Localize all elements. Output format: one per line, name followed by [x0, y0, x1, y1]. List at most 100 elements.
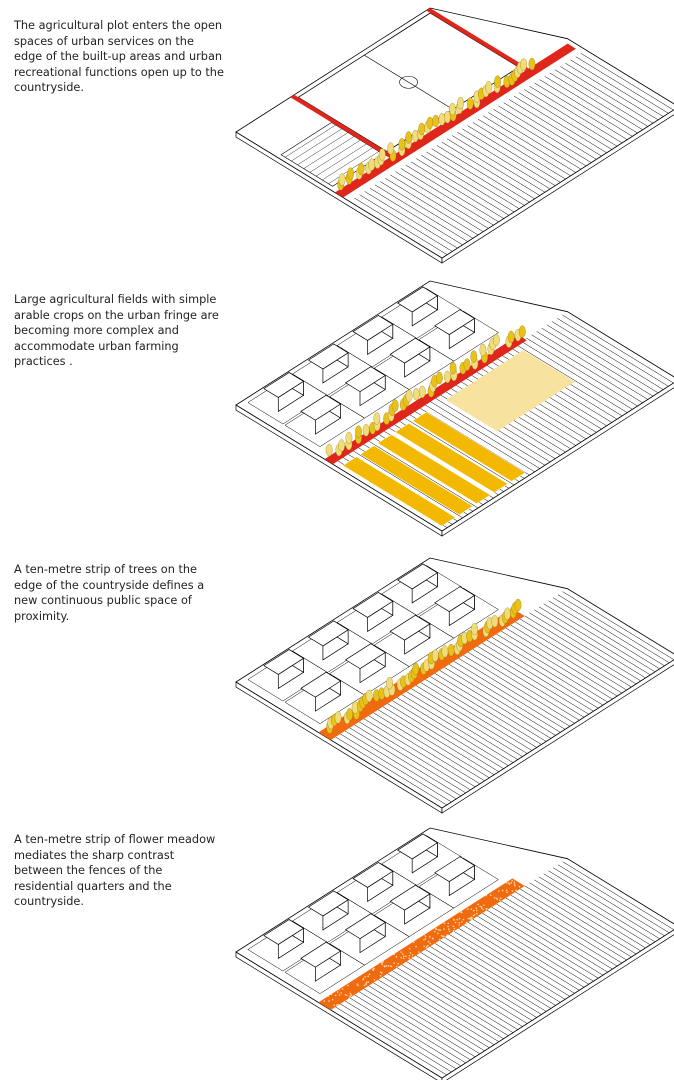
- tree-icon: [520, 58, 528, 71]
- field-furrow: [505, 627, 618, 697]
- field-furrow: [549, 72, 643, 130]
- flower-dot: [480, 907, 483, 910]
- flower-dot: [381, 963, 384, 966]
- tree-icon: [494, 75, 502, 88]
- flower-dot: [402, 955, 405, 958]
- field-furrow: [457, 132, 551, 190]
- field-furrow: [534, 879, 646, 949]
- flower-dot: [477, 903, 479, 906]
- field-furrow: [548, 870, 660, 940]
- flower-dot: [415, 945, 417, 948]
- flower-dot: [458, 922, 460, 924]
- tree-icon: [444, 110, 451, 124]
- flower-dot: [437, 932, 439, 935]
- field-furrow: [508, 99, 602, 157]
- building-roof: [300, 394, 342, 421]
- field-furrow: [536, 331, 648, 400]
- field-furrow: [477, 915, 589, 985]
- flower-dot: [501, 889, 504, 892]
- flower-dot: [514, 884, 516, 887]
- flower-dot: [467, 908, 469, 910]
- parking-row: [315, 143, 367, 177]
- field-furrow: [434, 943, 547, 1012]
- field-furrow: [553, 597, 665, 667]
- flower-dot: [411, 956, 414, 959]
- flower-dot: [346, 994, 348, 997]
- field-furrow: [463, 655, 575, 724]
- crop-plot: [377, 434, 491, 504]
- field-furrow: [349, 997, 462, 1067]
- pitch-center-circle: [399, 75, 418, 89]
- field-furrow: [562, 861, 674, 930]
- tree-icon: [334, 711, 342, 724]
- field-furrow: [377, 979, 490, 1048]
- flower-dot: [404, 955, 407, 958]
- field-furrow: [496, 903, 608, 973]
- building-roof: [389, 614, 431, 641]
- field-furrow: [557, 594, 670, 663]
- field-furrow: [420, 952, 533, 1021]
- field-furrow: [340, 733, 452, 803]
- flower-dot: [493, 896, 496, 899]
- field-furrow: [510, 624, 623, 694]
- flower-dot: [489, 894, 492, 897]
- field-furrow: [518, 92, 612, 150]
- building-roof: [263, 919, 305, 945]
- field-furrow: [430, 946, 542, 1015]
- building-roof: [344, 366, 386, 393]
- field-furrow: [551, 321, 664, 390]
- flower-dot: [465, 921, 468, 924]
- red-path: [290, 94, 394, 158]
- building-roof: [263, 649, 305, 675]
- field-furrow: [472, 648, 585, 718]
- plot-base: [235, 827, 674, 1079]
- field-furrow: [491, 636, 604, 706]
- tree-icon: [504, 607, 511, 620]
- flower-dot: [473, 913, 476, 916]
- field-furrow: [431, 148, 525, 206]
- tree-icon: [405, 389, 413, 403]
- tree-icon: [463, 358, 471, 371]
- field-furrow: [544, 76, 638, 134]
- field-furrow: [562, 314, 674, 384]
- flower-dot: [505, 882, 508, 884]
- field-furrow: [580, 53, 674, 111]
- flower-dot: [423, 939, 425, 941]
- tree-icon: [528, 57, 536, 71]
- flower-dot: [423, 945, 425, 948]
- flower-dot: [513, 881, 516, 883]
- flower-dot: [381, 962, 383, 964]
- field-furrow: [463, 925, 575, 994]
- field-furrow: [363, 988, 476, 1058]
- field-furrow: [402, 416, 515, 486]
- diagram-sports-fields: [235, 7, 674, 264]
- field-furrow: [472, 918, 585, 988]
- crop-plot-light: [445, 350, 575, 432]
- diagram-tree-strip: [235, 557, 674, 814]
- tree-icon: [387, 142, 394, 155]
- field-furrow: [382, 976, 495, 1045]
- field-furrow: [434, 673, 547, 742]
- field-furrow: [401, 964, 514, 1033]
- field-furrow: [529, 612, 641, 682]
- tree-icon: [493, 333, 500, 347]
- flower-dot: [367, 975, 369, 978]
- flower-dot: [385, 965, 388, 967]
- tree-icon: [325, 443, 333, 457]
- flower-dot: [513, 883, 516, 885]
- tree-icon: [436, 371, 443, 385]
- flower-dot: [432, 937, 434, 940]
- parking-row: [291, 128, 342, 162]
- field-furrow: [557, 318, 669, 387]
- field-furrow: [351, 449, 463, 519]
- field-furrow: [363, 718, 476, 788]
- flower-dot: [447, 922, 450, 925]
- field-furrow: [565, 62, 659, 121]
- tree-icon: [479, 343, 487, 357]
- tree-icon: [432, 114, 440, 128]
- caption-tree-strip: A ten-metre strip of trees on the edge o…: [14, 563, 205, 623]
- flower-dot: [429, 942, 431, 945]
- field-furrow: [541, 327, 654, 397]
- flower-dot: [485, 908, 487, 910]
- tree-icon: [346, 708, 353, 721]
